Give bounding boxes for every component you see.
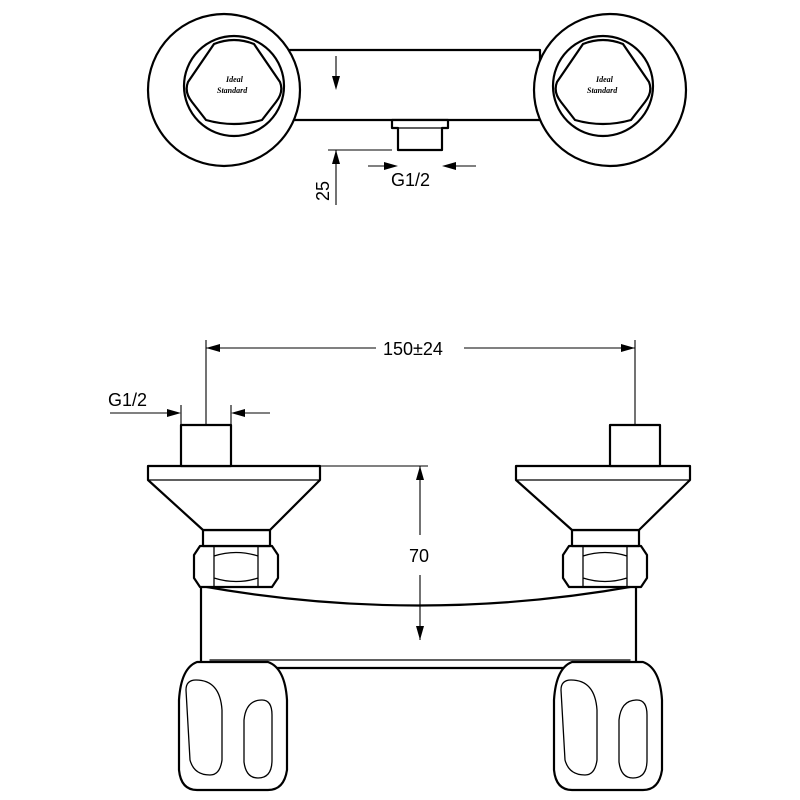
left-lever-grip-right: [243, 699, 273, 779]
right-lever-grip-left: [560, 679, 598, 776]
dim-70-lower-arrow: [416, 626, 424, 640]
dim-inlet-left-arrow: [167, 409, 181, 417]
dim-150-left-arrow: [206, 344, 220, 352]
dim-outlet-left-arrow: [384, 162, 398, 170]
dim-inlet-right-arrow: [231, 409, 245, 417]
dim-inlet-thread-label: G1/2: [108, 390, 147, 410]
left-logo-line1: Ideal: [225, 75, 244, 84]
front-view: 150±24 G1/2 70: [108, 339, 692, 792]
dim-150-right-arrow: [621, 344, 635, 352]
left-cone-rosette: [146, 464, 322, 532]
right-neck: [570, 528, 641, 548]
dim-25-lower-arrow: [332, 150, 340, 164]
dim-25-upper-arrow: [332, 76, 340, 90]
dim-25-label: 25: [313, 181, 333, 201]
right-logo-line2: Standard: [587, 86, 618, 95]
left-handle-cap: [185, 38, 283, 126]
dim-150-label: 150±24: [383, 339, 443, 359]
dim-outlet-right-arrow: [442, 162, 456, 170]
left-logo-line2: Standard: [217, 86, 248, 95]
dim-70-label: 70: [409, 546, 429, 566]
dim-outlet-thread-label: G1/2: [391, 170, 430, 190]
right-lever-handle: [552, 660, 664, 792]
right-lever-grip-right: [618, 699, 648, 779]
dim-70-upper-arrow: [416, 466, 424, 480]
top-view: Ideal Standard Ideal Standard 25 G1/2: [146, 12, 688, 205]
right-hex-nut-flats: [582, 545, 628, 588]
right-cone-rosette: [514, 464, 692, 532]
outlet-nipple: [390, 118, 450, 152]
left-lever-handle: [177, 660, 289, 792]
left-hex-nut-flats: [213, 545, 259, 588]
right-handle-cap: [554, 38, 652, 126]
right-inlet-pipe: [608, 423, 662, 468]
top-view-body: [268, 48, 542, 122]
left-inlet-pipe: [179, 423, 233, 468]
right-logo-line1: Ideal: [595, 75, 614, 84]
left-lever-grip-left: [185, 679, 223, 776]
left-neck: [201, 528, 272, 548]
